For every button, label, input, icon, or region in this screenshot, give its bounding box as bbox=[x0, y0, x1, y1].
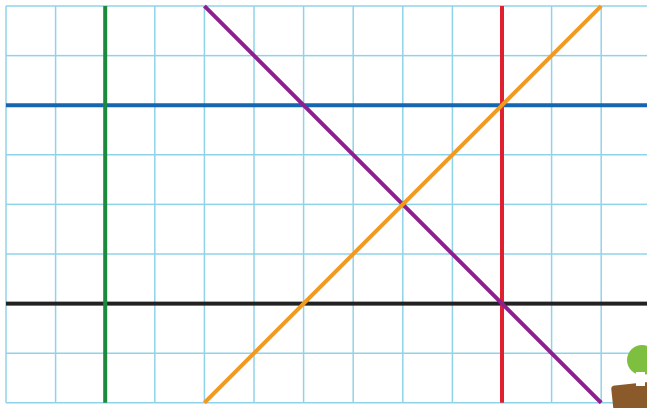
tree-crown bbox=[627, 345, 647, 375]
ground-shape bbox=[611, 382, 647, 408]
tree-on-ground-icon bbox=[611, 345, 647, 408]
diagonal-orange-line bbox=[202, 4, 603, 405]
colored-lines bbox=[6, 4, 647, 405]
tree-trunk bbox=[636, 372, 645, 386]
